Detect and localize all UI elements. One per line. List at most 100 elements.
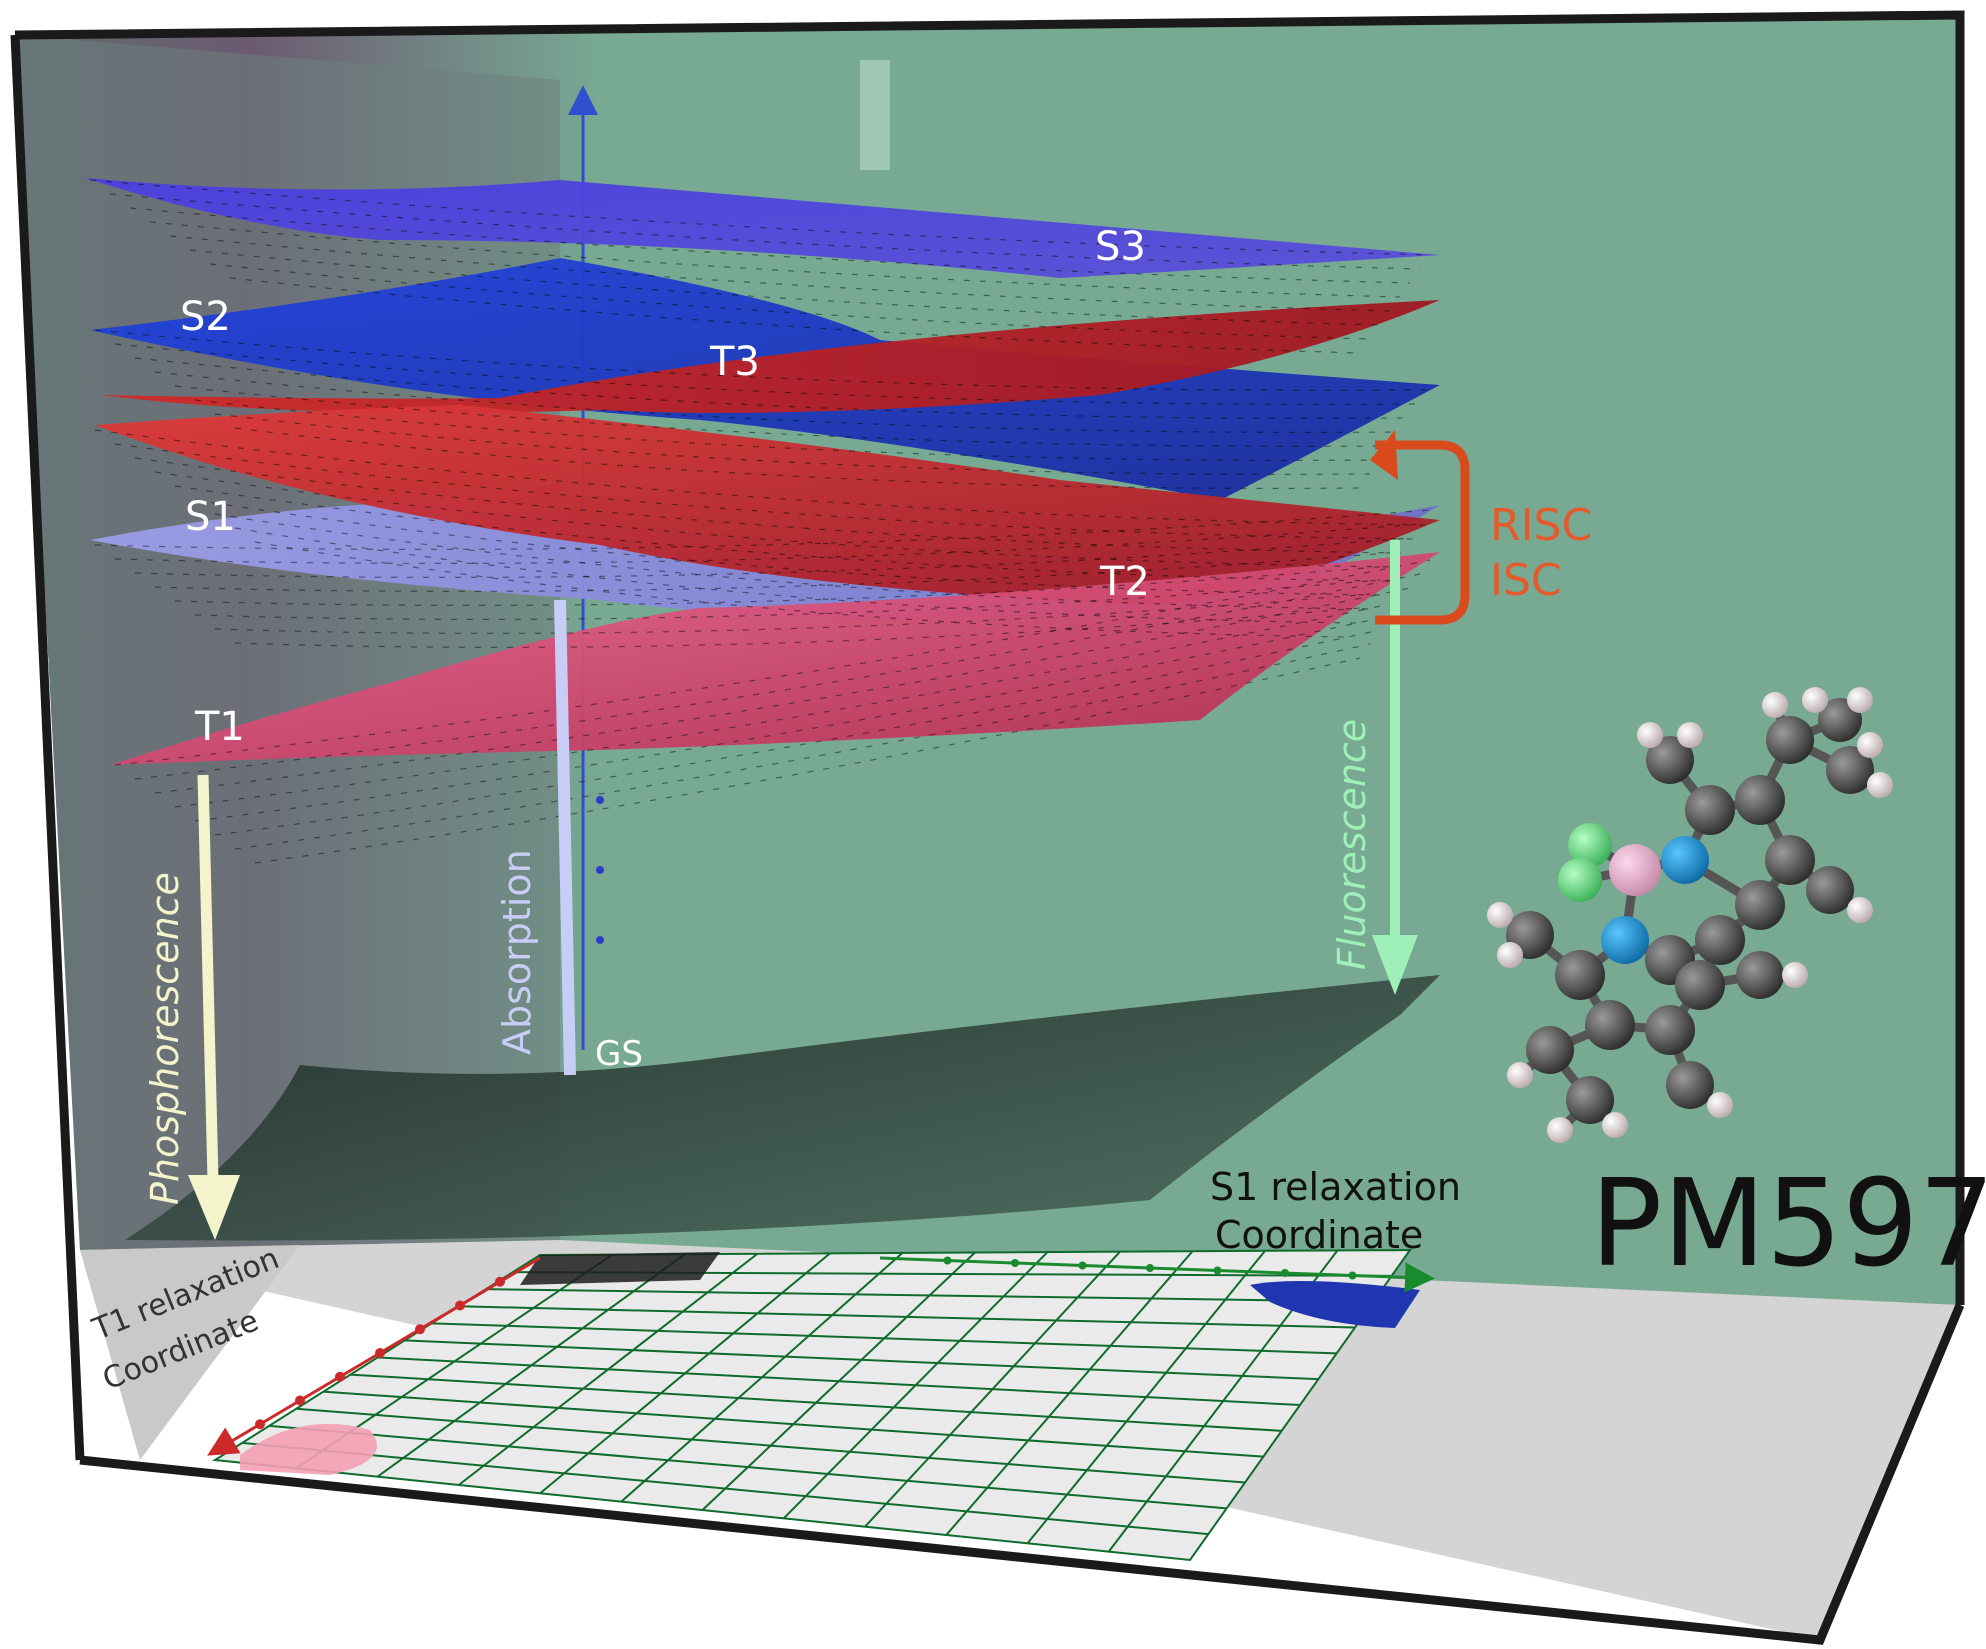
label-gs: GS [595,1034,643,1074]
pm597-molecule-icon [1487,687,1893,1143]
boron-atom [1609,844,1661,896]
hydrogen-atom [1487,902,1513,928]
surface-grid-line [234,643,1371,850]
hydrogen-atom [1707,1092,1733,1118]
axis-ticks [255,796,1357,1430]
hydrogen-atom [1847,687,1873,713]
nitrogen-atom [1601,916,1649,964]
carbon-atom [1585,1000,1635,1050]
phosphorescence-arrowhead [188,1175,240,1240]
surface-gs [125,975,1440,1241]
surface-grid-line [154,587,1411,794]
frame-edge-left [10,34,85,1461]
label-s3: S3 [1095,224,1146,270]
hydrogen-atom [1677,722,1703,748]
surface-t1 [110,552,1440,765]
s1-axis-tick [943,1256,952,1265]
s1-axis-tick [1011,1259,1019,1267]
surface-grid-line [214,593,1371,634]
carbon-atom [1685,785,1735,835]
surface-grid-line [194,579,1381,620]
label-s2: S2 [180,294,231,340]
label-absorption: Absorption [495,849,539,1055]
energy-axis-tick [596,936,604,944]
label-fluorescence: Fluorescence [1330,719,1374,970]
surface-grid-line [194,499,1381,596]
absorption-arrow [554,599,576,1076]
hydrogen-atom [1507,1062,1533,1088]
t1-axis-tick [335,1371,345,1382]
hydrogen-atom [1637,722,1663,748]
surface-t2 [95,405,1440,605]
surface-grid-line [109,193,1421,270]
surface-grid-line [154,371,1401,433]
surface-grid-line [254,657,1361,864]
floor-grid-line [269,1424,1227,1510]
surface-grid-line [134,573,1421,780]
t1-axis-tick [455,1300,465,1311]
fluorescence-arrowhead [1372,935,1418,995]
carbon-atom [1566,1076,1614,1124]
molecule-name: PM597 [1590,1155,1986,1294]
surface-grid-line [114,343,1421,405]
energy-axis-tick [596,796,604,804]
surface-grid-line [254,541,1351,638]
floor-grid-line [323,1390,1264,1458]
floor-grid-line [241,1441,1209,1536]
label-t1: T1 [194,704,245,750]
surface-grid-line [234,527,1361,624]
surface-grid-line [174,485,1391,582]
fluorine-atom [1568,823,1612,867]
carbon-atom [1735,775,1785,825]
carbon-atom [1765,835,1815,885]
carbon-atom [1526,1026,1574,1074]
floor-grid-line [431,1322,1337,1355]
s1-axis-tick [1281,1269,1289,1277]
floor-left [80,1245,300,1460]
surface-grid-line [214,629,1381,836]
s1-axis-tick [1146,1264,1154,1272]
carbon-atom [1766,716,1814,764]
hydrogen-atom [1802,687,1828,713]
surface-grid-line [94,429,1431,526]
label-t2: T2 [1099,559,1150,605]
surface-grid-line [229,277,1361,354]
label-risc: RISC [1490,500,1592,551]
surface-grid-line [94,509,1431,550]
risc-isc-arrow [1375,440,1470,625]
hydrogen-atom [1547,1117,1573,1143]
hydrogen-atom [1847,897,1873,923]
surface-grid-line [114,559,1431,766]
t1-axis-tick [295,1395,305,1406]
s1-region-blob [1250,1281,1420,1328]
floor-grid-line [377,1356,1301,1406]
floor-shadow [520,1252,720,1285]
carbon-atom [1695,915,1745,965]
phosphorescence-arrow [197,774,219,1181]
label-t3: T3 [709,339,760,385]
carbon-atom [1675,960,1725,1010]
t1-region-blob [240,1423,377,1475]
label-s1-coordinate-line1: S1 relaxation [1210,1165,1461,1209]
s1-axis-tick [1348,1271,1357,1280]
t1-axis-tick [415,1324,425,1335]
carbon-atom [1736,951,1784,999]
carbon-atom [1645,1005,1695,1055]
surface-grid-line [129,207,1411,284]
hydrogen-atom [1497,942,1523,968]
carbon-atom [1806,866,1854,914]
surface-grid-line [174,565,1391,606]
s1-axis-tick [1213,1266,1222,1275]
surface-grid-line [154,471,1401,568]
energy-axis-tick [596,866,604,874]
nitrogen-atom [1661,836,1709,884]
carbon-atom [1735,880,1785,930]
carbon-atom [1826,746,1874,794]
label-isc: ISC [1490,555,1562,606]
surface-grid-line [194,615,1391,822]
t1-axis-tick [255,1419,265,1430]
surface-grid-line [174,601,1401,808]
hydrogen-atom [1867,772,1893,798]
light-streak [860,60,890,170]
